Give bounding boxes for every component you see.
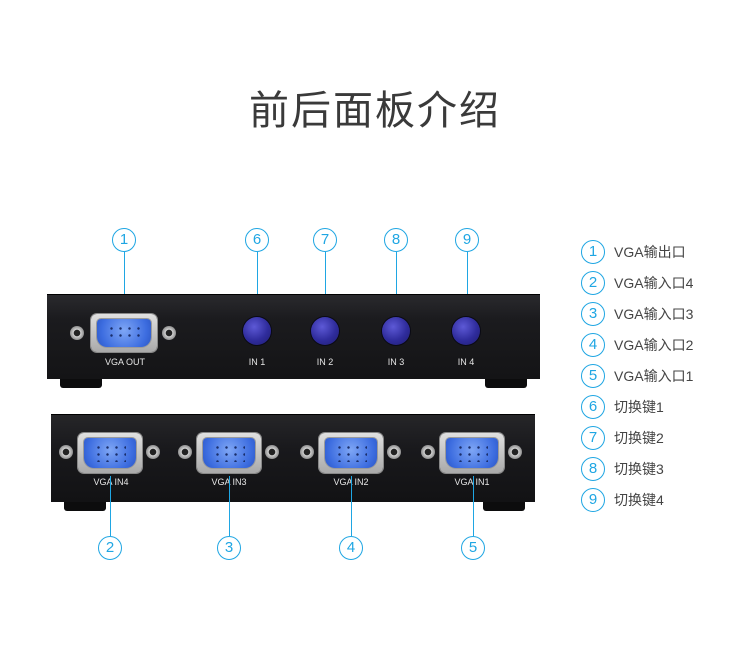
switch-button-3-label: IN 3: [387, 357, 405, 367]
legend-item: 9 切换键4: [581, 484, 741, 515]
legend-text: 切换键4: [614, 491, 664, 508]
legend-item: 8 切换键3: [581, 453, 741, 484]
vga-pins-icon: [107, 325, 141, 341]
callout-8-leader: [396, 252, 397, 302]
legend-item: 7 切换键2: [581, 422, 741, 453]
vga-in3-label: VGA IN3: [211, 477, 247, 487]
screw-icon: [300, 445, 314, 459]
vga-port-face: [325, 438, 377, 468]
callout-2-leader: [110, 476, 111, 536]
vga-pins-icon: [335, 444, 367, 462]
screw-icon: [70, 326, 84, 340]
callout-1: 1: [112, 228, 136, 252]
vga-in1-port: [440, 433, 504, 473]
vga-pins-icon: [456, 444, 488, 462]
vga-out-label: VGA OUT: [104, 357, 145, 367]
switch-button-2[interactable]: [311, 317, 339, 345]
back-panel-foot-right: [483, 502, 525, 511]
legend-item: 1 VGA输出口: [581, 236, 741, 267]
vga-in2-label: VGA IN2: [333, 477, 369, 487]
legend-text: VGA输入口4: [614, 274, 694, 291]
callout-4-leader: [351, 476, 352, 536]
legend-item: 6 切换键1: [581, 391, 741, 422]
callout-3-leader: [229, 476, 230, 536]
switch-button-4[interactable]: [452, 317, 480, 345]
legend-text: 切换键1: [614, 398, 664, 415]
callout-5: 5: [461, 536, 485, 560]
switch-button-4-label: IN 4: [457, 357, 475, 367]
switch-button-1[interactable]: [243, 317, 271, 345]
vga-port-face: [203, 438, 255, 468]
front-panel-foot-right: [485, 379, 527, 388]
callout-1-leader: [124, 252, 125, 302]
vga-out-port: [91, 314, 157, 352]
switch-button-1-label: IN 1: [248, 357, 266, 367]
callout-7: 7: [313, 228, 337, 252]
legend-item: 4 VGA输入口2: [581, 329, 741, 360]
legend-number: 7: [581, 425, 605, 450]
legend-item: 5 VGA输入口1: [581, 360, 741, 391]
vga-port-face: [446, 438, 498, 468]
legend-item: 3 VGA输入口3: [581, 298, 741, 329]
legend-number: 6: [581, 394, 605, 419]
callout-8: 8: [384, 228, 408, 252]
page-title: 前后面板介绍: [249, 88, 501, 134]
legend-text: VGA输入口3: [614, 305, 694, 322]
legend-item: 2 VGA输入口4: [581, 267, 741, 298]
callout-6-leader: [257, 252, 258, 302]
legend-number: 9: [581, 487, 605, 512]
screw-icon: [421, 445, 435, 459]
vga-in3-port: [197, 433, 261, 473]
legend-text: VGA输出口: [614, 243, 686, 260]
vga-in4-port: [78, 433, 142, 473]
screw-icon: [59, 445, 73, 459]
screw-icon: [178, 445, 192, 459]
vga-pins-icon: [213, 444, 245, 462]
screw-icon: [146, 445, 160, 459]
legend-text: 切换键3: [614, 460, 664, 477]
callout-5-leader: [473, 476, 474, 536]
legend-number: 1: [581, 239, 605, 264]
legend-text: 切换键2: [614, 429, 664, 446]
callout-4: 4: [339, 536, 363, 560]
switch-button-2-label: IN 2: [316, 357, 334, 367]
vga-port-face: [84, 438, 136, 468]
callout-2: 2: [98, 536, 122, 560]
vga-in4-label: VGA IN4: [93, 477, 129, 487]
switch-button-3[interactable]: [382, 317, 410, 345]
screw-icon: [508, 445, 522, 459]
callout-9-leader: [467, 252, 468, 302]
legend-text: VGA输入口2: [614, 336, 694, 353]
legend-number: 5: [581, 363, 605, 388]
screw-icon: [387, 445, 401, 459]
legend-number: 3: [581, 301, 605, 326]
callout-9: 9: [455, 228, 479, 252]
vga-in1-label: VGA IN1: [454, 477, 490, 487]
legend-text: VGA输入口1: [614, 367, 694, 384]
vga-port-face: [97, 319, 151, 347]
callout-3: 3: [217, 536, 241, 560]
legend: 1 VGA输出口 2 VGA输入口4 3 VGA输入口3 4 VGA输入口2 5…: [581, 236, 741, 515]
vga-in2-port: [319, 433, 383, 473]
back-panel-foot-left: [64, 502, 106, 511]
callout-6: 6: [245, 228, 269, 252]
legend-number: 4: [581, 332, 605, 357]
legend-number: 2: [581, 270, 605, 295]
callout-7-leader: [325, 252, 326, 302]
front-panel-foot-left: [60, 379, 102, 388]
screw-icon: [162, 326, 176, 340]
legend-number: 8: [581, 456, 605, 481]
vga-pins-icon: [94, 444, 126, 462]
screw-icon: [265, 445, 279, 459]
